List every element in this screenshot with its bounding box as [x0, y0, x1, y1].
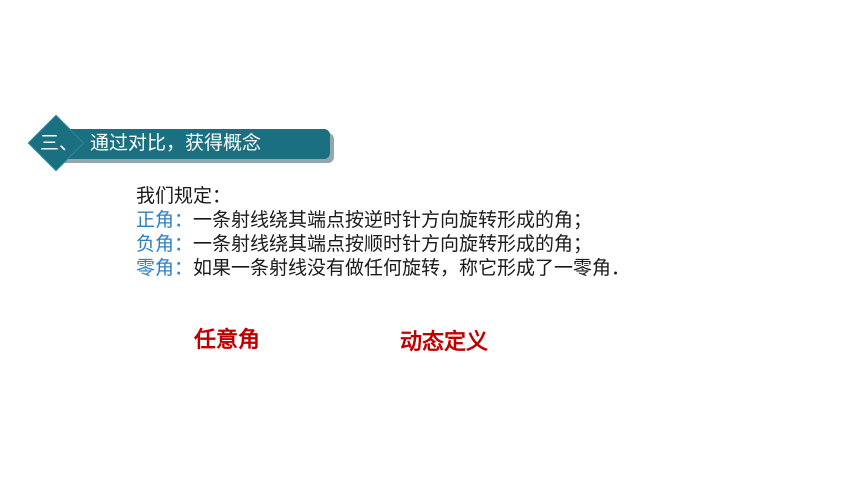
definition-text: 一条射线绕其端点按顺时针方向旋转形成的角； [193, 233, 593, 255]
definition-term: 正角： [136, 209, 194, 231]
definition-term: 零角： [136, 257, 194, 279]
definition-text: 如果一条射线没有做任何旋转，称它形成了一零角． [193, 257, 631, 279]
definition-term: 负角： [136, 233, 194, 255]
section-title: 通过对比，获得概念 [90, 132, 262, 154]
section-number: 三、 [40, 132, 79, 154]
definition-positive-angle: 正角：一条射线绕其端点按逆时针方向旋转形成的角； [136, 208, 816, 232]
definition-text: 一条射线绕其端点按逆时针方向旋转形成的角； [193, 209, 593, 231]
definitions-intro: 我们规定： [136, 185, 232, 207]
section-bar [58, 129, 330, 159]
keyword-dynamic-definition: 动态定义 [400, 330, 489, 355]
definition-negative-angle: 负角：一条射线绕其端点按顺时针方向旋转形成的角； [136, 232, 816, 256]
definitions-block: 我们规定： 正角：一条射线绕其端点按逆时针方向旋转形成的角； 负角：一条射线绕其… [136, 184, 816, 280]
keyword-arbitrary-angle: 任意角 [194, 328, 261, 353]
section-header: 三、 通过对比，获得概念 [27, 114, 334, 172]
definition-zero-angle: 零角：如果一条射线没有做任何旋转，称它形成了一零角． [136, 256, 816, 280]
